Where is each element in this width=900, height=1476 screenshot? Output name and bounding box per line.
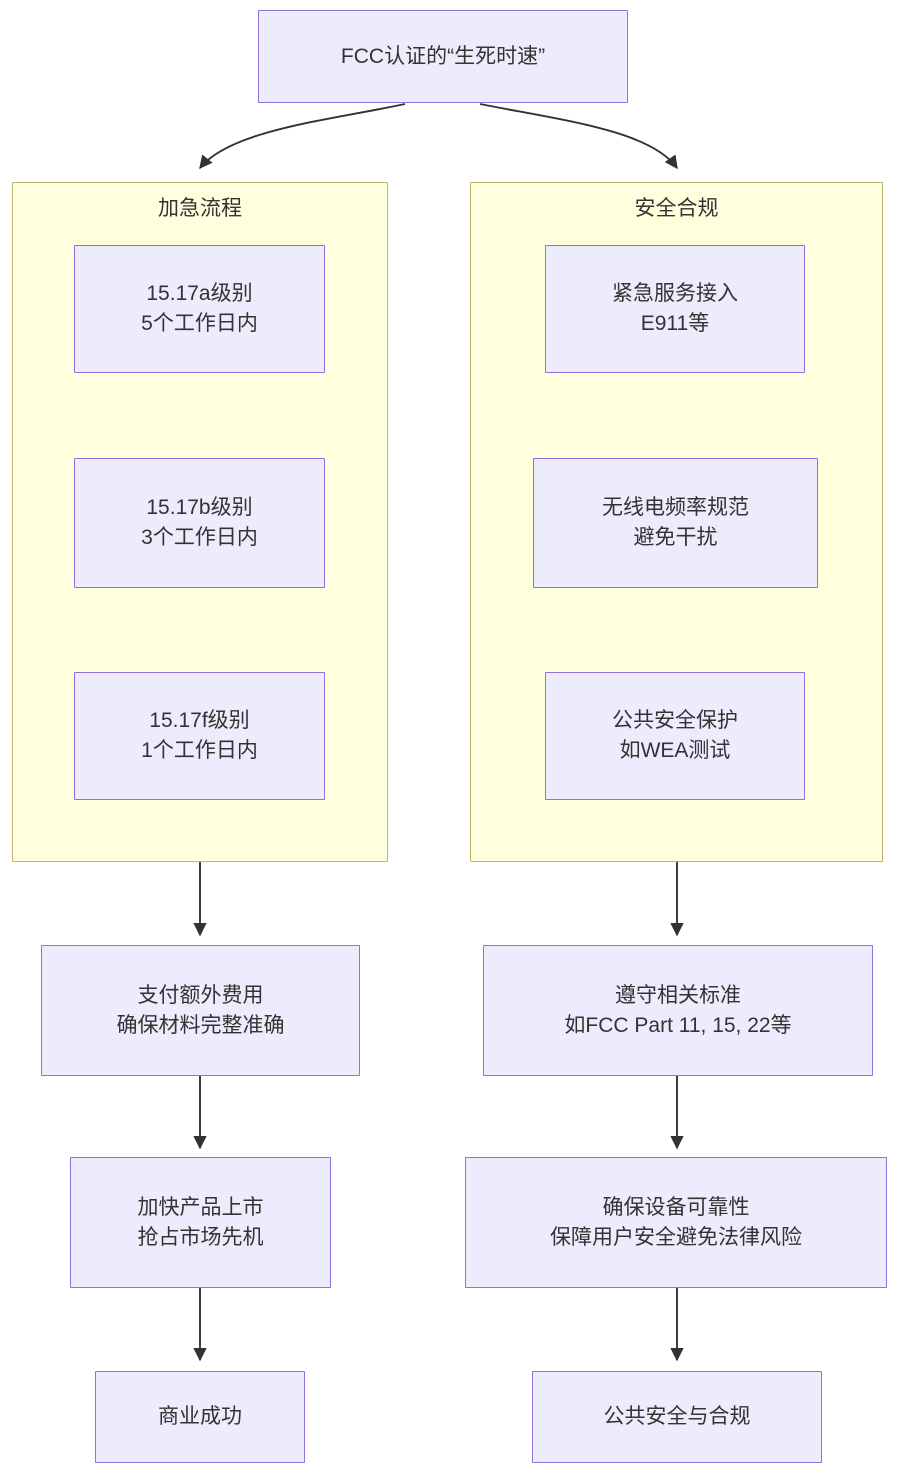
node-title[interactable]: FCC认证的“生死时速” [258, 10, 628, 103]
node-emergency-service-label: 紧急服务接入 E911等 [612, 282, 738, 335]
node-15-17b-label: 15.17b级别 3个工作日内 [141, 496, 258, 549]
edge-title-to-expedited [199, 103, 406, 170]
node-15-17a[interactable]: 15.17a级别 5个工作日内 [74, 245, 325, 373]
node-15-17f[interactable]: 15.17f级别 1个工作日内 [74, 672, 325, 800]
node-extra-fee[interactable]: 支付额外费用 确保材料完整准确 [41, 945, 360, 1076]
node-15-17f-label: 15.17f级别 1个工作日内 [141, 709, 258, 762]
edge-title-to-safety [479, 103, 678, 170]
node-15-17b[interactable]: 15.17b级别 3个工作日内 [74, 458, 325, 588]
node-business-success-label: 商业成功 [158, 1405, 242, 1429]
node-title-label: FCC认证的“生死时速” [340, 44, 546, 68]
node-public-safety-label: 公共安全保护 如WEA测试 [612, 709, 738, 762]
node-public-safety-compliance-label: 公共安全与合规 [603, 1405, 751, 1429]
node-radio-spectrum[interactable]: 无线电频率规范 避免干扰 [533, 458, 818, 588]
node-speed-to-market-label: 加快产品上市 抢占市场先机 [137, 1195, 264, 1249]
node-public-safety-compliance[interactable]: 公共安全与合规 [532, 1371, 822, 1463]
node-business-success[interactable]: 商业成功 [95, 1371, 305, 1463]
node-reliability-label: 确保设备可靠性 保障用户安全避免法律风险 [550, 1195, 802, 1249]
node-radio-spectrum-label: 无线电频率规范 避免干扰 [602, 496, 749, 549]
node-reliability[interactable]: 确保设备可靠性 保障用户安全避免法律风险 [465, 1157, 887, 1288]
node-extra-fee-label: 支付额外费用 确保材料完整准确 [116, 983, 285, 1037]
node-emergency-service[interactable]: 紧急服务接入 E911等 [545, 245, 805, 373]
node-standards[interactable]: 遵守相关标准 如FCC Part 11, 15, 22等 [483, 945, 873, 1076]
cluster-safety-label: 安全合规 [634, 197, 719, 220]
node-public-safety[interactable]: 公共安全保护 如WEA测试 [545, 672, 805, 800]
node-standards-label: 遵守相关标准 如FCC Part 11, 15, 22等 [564, 983, 792, 1037]
cluster-expedited-label: 加急流程 [158, 197, 242, 220]
node-15-17a-label: 15.17a级别 5个工作日内 [141, 282, 258, 335]
node-speed-to-market[interactable]: 加快产品上市 抢占市场先机 [70, 1157, 331, 1288]
